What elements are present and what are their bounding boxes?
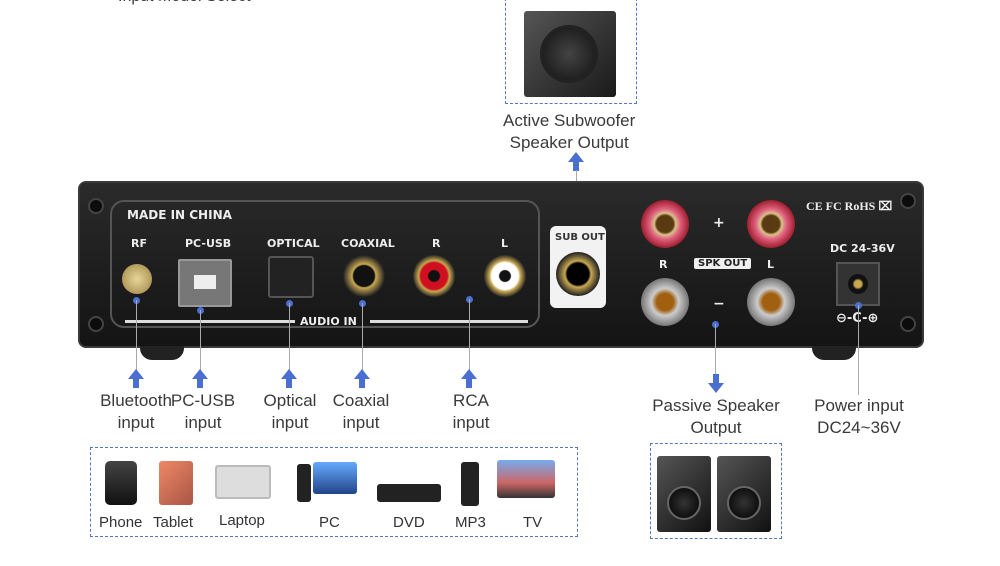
spk-l-label: L	[767, 258, 775, 271]
tablet-icon	[159, 461, 193, 505]
subwoofer-image-box	[505, 0, 637, 104]
certification-marks: CE FC RoHS ⌧	[806, 199, 893, 213]
mp3-player-icon	[461, 462, 479, 506]
source-tablet: Tablet	[153, 514, 194, 531]
sub-out-jack	[556, 252, 600, 296]
plus-label: +	[713, 215, 725, 231]
pcusb-label: PC-USB	[185, 237, 232, 250]
laptop-icon	[215, 465, 271, 499]
source-pc: PC	[319, 514, 340, 531]
pc-tower-icon	[297, 464, 311, 502]
rca-l-jack	[484, 255, 526, 297]
rf-label: RF	[131, 237, 147, 250]
dvd-player-icon	[377, 484, 441, 502]
subwoofer-icon	[524, 11, 616, 97]
top-caption: Input Model Select	[118, 0, 251, 8]
sub-out-plate: SUB OUT	[550, 226, 606, 308]
source-phone: Phone	[99, 514, 143, 531]
audio-in-label: AUDIO IN	[300, 315, 357, 328]
phone-icon	[105, 461, 137, 505]
passive-speakers-box	[650, 443, 782, 539]
coaxial-label: COAXIAL	[341, 237, 395, 250]
speaker-right-icon	[717, 456, 771, 532]
spk-l-minus-terminal	[747, 278, 795, 326]
spk-r-label: R	[659, 258, 668, 271]
coaxial-jack	[343, 255, 385, 297]
source-devices-box: Phone Tablet Laptop PC DVD MP3 TV	[90, 447, 578, 537]
spk-l-plus-terminal	[747, 200, 795, 248]
speaker-left-icon	[657, 456, 711, 532]
spk-out-label: SPK OUT	[694, 258, 752, 269]
dc-voltage-label: DC 24-36V	[830, 242, 895, 255]
source-mp3: MP3	[455, 514, 486, 531]
source-laptop: Laptop	[219, 512, 265, 529]
pc-monitor-icon	[313, 462, 357, 494]
rca-r-label: R	[432, 237, 441, 250]
made-in-label: MADE IN CHINA	[127, 208, 232, 222]
rca-r-jack	[413, 255, 455, 297]
optical-label: OPTICAL	[267, 237, 320, 250]
spk-r-plus-terminal	[641, 200, 689, 248]
optical-port	[268, 256, 314, 298]
spk-r-minus-terminal	[641, 278, 689, 326]
source-dvd: DVD	[393, 514, 425, 531]
rca-l-label: L	[501, 237, 509, 250]
polarity-symbol: ⊖-C-⊕	[836, 311, 878, 326]
sub-out-label: SUB OUT	[555, 232, 605, 243]
source-tv: TV	[523, 514, 543, 531]
tv-icon	[497, 460, 555, 498]
audio-in-panel	[110, 200, 540, 328]
minus-label: −	[713, 296, 725, 312]
rf-antenna-jack	[122, 264, 152, 294]
usb-b-port	[178, 259, 232, 307]
dc-power-jack	[836, 262, 880, 306]
